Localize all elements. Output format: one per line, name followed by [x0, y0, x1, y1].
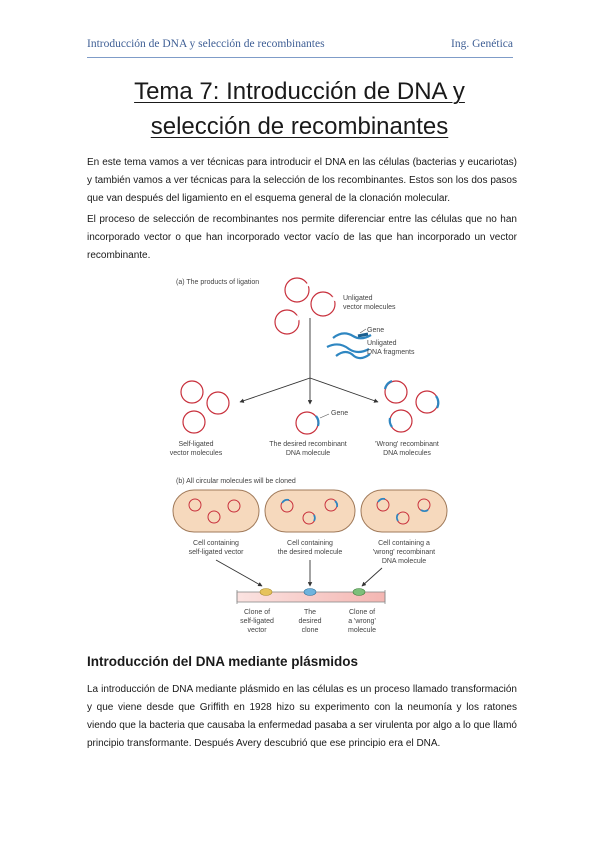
insert-arc	[435, 395, 440, 409]
desired-recombinant-label-1: The desired recombinant	[269, 441, 346, 448]
bacterial-cell	[360, 489, 448, 533]
insert-arc	[281, 498, 290, 504]
clone-self-label-3: vector	[247, 627, 267, 634]
dna-fragment	[335, 350, 371, 360]
gene-label-top: Gene	[367, 327, 384, 334]
closed-vector-circle	[206, 391, 230, 415]
gene-segment	[357, 332, 369, 338]
clone-desired-label-3: clone	[302, 627, 319, 634]
dna-fragments-group	[326, 332, 372, 360]
insert-arc	[315, 415, 320, 427]
wrong-recombinant-label-2: DNA molecules	[383, 450, 431, 457]
header-divider	[87, 57, 513, 58]
closed-vector-circle	[180, 380, 204, 404]
cell-self-label-1: Cell containing	[193, 540, 239, 547]
insert-arc	[420, 509, 429, 513]
plasmid	[207, 510, 221, 524]
title-line-1: Tema 7: Introducción de DNA y	[134, 78, 465, 105]
cell-desired-label-1: Cell containing	[287, 540, 333, 547]
clone-wrong-label-1: Clone of	[349, 609, 375, 616]
unligated-dna-label-2: DNA fragments	[367, 349, 415, 356]
header-document-title: Introducción de DNA y selección de recom…	[87, 38, 325, 50]
insert-arc	[388, 417, 393, 428]
cell-self-label-2: self-ligated vector	[189, 549, 245, 556]
bacterial-cell	[264, 489, 356, 533]
section-paragraph: La introducción de DNA mediante plásmido…	[87, 684, 517, 749]
cell-wrong-label-2: 'wrong' recombinant	[373, 549, 435, 556]
page-title: Tema 7: Introducción de DNA y selección …	[0, 74, 599, 144]
self-ligated-label-2: vector molecules	[170, 450, 223, 457]
cell-desired-label-2: the desired molecule	[278, 549, 343, 556]
gene-label-mid: Gene	[331, 410, 348, 417]
part-b-title: (b) All circular molecules will be clone…	[176, 478, 296, 485]
part-a-title: (a) The products of ligation	[176, 279, 259, 286]
colony	[303, 588, 317, 596]
header-course-name: Ing. Genética	[451, 38, 513, 50]
clone-self-label-1: Clone of	[244, 609, 270, 616]
clone-wrong-label-3: molecule	[348, 627, 376, 634]
recombinant-circle	[295, 411, 319, 435]
insert-arc	[377, 497, 386, 503]
insert-arc	[334, 500, 339, 508]
vector-gap	[294, 315, 301, 321]
clone-wrong-label-2: a 'wrong'	[348, 618, 376, 625]
self-ligated-vectors	[180, 380, 230, 434]
arrow-to-plate	[215, 559, 263, 587]
open-vector-circle	[274, 309, 300, 335]
dna-fragment	[326, 343, 370, 354]
agar-plate	[236, 588, 386, 604]
plate-arrows	[215, 559, 383, 587]
clone-desired-label-1: The	[304, 609, 316, 616]
intro-paragraph: En este tema vamos a ver técnicas para i…	[87, 157, 517, 204]
wrong-recombinant-label-1: 'Wrong' recombinant	[375, 441, 439, 448]
arrow-to-plate	[361, 567, 383, 587]
plasmid	[227, 499, 241, 513]
recombinant-circle	[384, 380, 408, 404]
gene-pointer	[359, 328, 367, 334]
dna-fragment	[332, 332, 372, 340]
unligated-vector-label-2: vector molecules	[343, 304, 396, 311]
section-heading: Introducción del DNA mediante plásmidos	[87, 654, 359, 669]
desired-recombinant	[295, 411, 320, 435]
cell-wrong-label-1: Cell containing a	[378, 540, 430, 547]
cell-wrong-label-3: DNA molecule	[382, 558, 426, 565]
plasmid	[188, 498, 202, 512]
unligated-dna-label-1: Unligated	[367, 340, 397, 347]
title-line-2: selección de recombinantes	[150, 113, 449, 140]
arrow-left	[239, 377, 311, 403]
wrong-recombinants	[383, 379, 440, 433]
insert-arc	[383, 379, 393, 390]
recombinant-circle	[415, 390, 439, 414]
clone-self-label-2: self-ligated	[240, 618, 274, 625]
vector-gap	[305, 280, 313, 288]
clone-desired-label-2: desired	[299, 618, 322, 625]
cell-desired	[264, 489, 356, 533]
insert-arc	[313, 514, 316, 522]
closed-vector-circle	[182, 410, 206, 434]
cell-self-ligated	[172, 489, 260, 533]
open-vector-circle	[284, 277, 310, 303]
vector-gap	[331, 296, 337, 302]
desired-recombinant-label-2: DNA molecule	[286, 450, 330, 457]
selection-paragraph: El proceso de selección de recombinantes…	[87, 214, 517, 261]
colony	[352, 588, 366, 596]
colony	[259, 588, 273, 596]
unligated-vector-group	[274, 277, 337, 335]
recombinant-circle	[389, 409, 413, 433]
insert-arc	[395, 513, 399, 522]
unligated-vector-label-1: Unligated	[343, 295, 373, 302]
open-vector-circle	[310, 291, 336, 317]
running-header: Introducción de DNA y selección de recom…	[87, 38, 513, 50]
ligation-arrows	[239, 318, 379, 405]
cell-wrong	[360, 489, 448, 533]
arrow-right	[309, 377, 379, 403]
gene-pointer	[319, 413, 330, 419]
self-ligated-label-1: Self-ligated	[178, 441, 213, 448]
